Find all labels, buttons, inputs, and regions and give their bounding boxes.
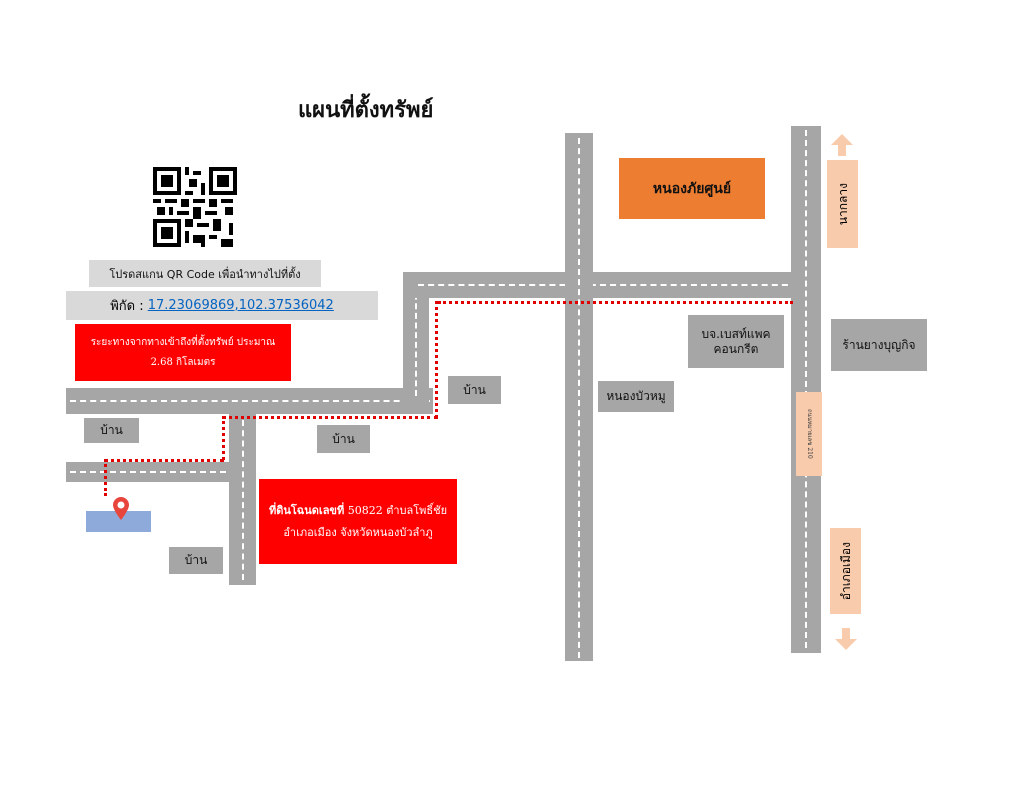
arrow-up-icon: [830, 133, 854, 161]
route-line: [438, 301, 793, 304]
route-line: [104, 459, 107, 496]
coordinates-link[interactable]: 17.23069869,102.37536042: [147, 298, 334, 313]
landmark-house: บ้าน: [169, 547, 223, 574]
property-plot: [86, 511, 151, 532]
direction-south-label: อำเภอเมือง: [830, 528, 861, 614]
page-title: แผนที่ตั้งทรัพย์: [298, 98, 434, 123]
direction-north-label: นากลาง: [827, 160, 858, 248]
qr-caption: โปรดสแกน QR Code เพื่อนำทางไปที่ตั้ง: [89, 260, 321, 287]
route-line: [104, 459, 224, 462]
highway-210-sign: ถนนหมายเลข 210: [796, 392, 822, 476]
landmark-bs-pack: บจ.เบสท์แพค คอนกรีต: [688, 315, 784, 368]
coordinates-box: พิกัด : 17.23069869,102.37536042: [66, 291, 378, 320]
route-line: [222, 416, 225, 460]
coordinates-label: พิกัด :: [110, 299, 148, 314]
landmark-house: บ้าน: [448, 376, 501, 404]
landmark-nong-phai-sun: หนองภัยศูนย์: [619, 158, 765, 219]
property-info-box: ที่ดินโฉนดเลขที่ 50822 ตำบลโพธิ์ชัย อำเภ…: [259, 479, 457, 564]
arrow-down-icon: [834, 627, 858, 655]
landmark-house: บ้าน: [84, 418, 139, 443]
route-line: [435, 301, 438, 418]
route-line: [222, 416, 438, 419]
landmark-house: บ้าน: [317, 425, 370, 453]
qr-code[interactable]: [153, 167, 237, 251]
landmark-nong-bua-mu: หนองบัวหมู: [598, 381, 674, 412]
landmark-yang-shop: ร้านยางบุญกิจ: [831, 319, 927, 371]
location-pin-icon[interactable]: [112, 497, 130, 525]
distance-box: ระยะทางจากทางเข้าถึงที่ตั้งทรัพย์ ประมาณ…: [75, 324, 291, 381]
